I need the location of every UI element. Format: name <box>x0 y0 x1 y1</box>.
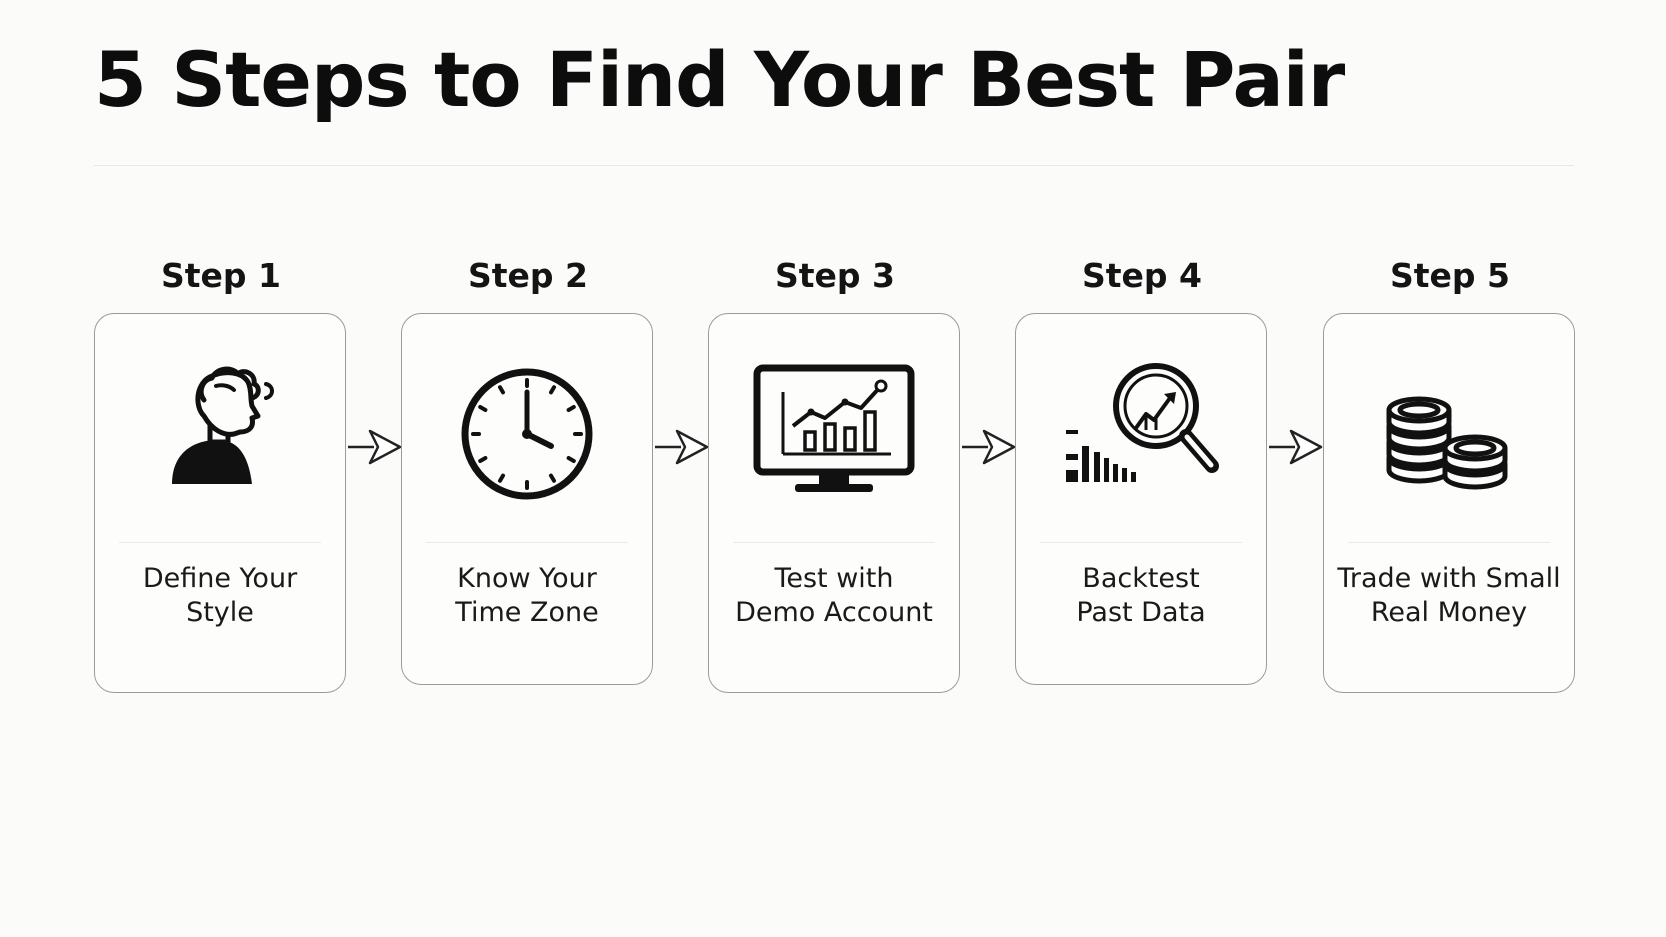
step-2-text: Know Your Time Zone <box>402 562 652 630</box>
step-4-card: Backtest Past Data <box>1015 313 1267 685</box>
arrow-right-icon <box>655 429 709 465</box>
step-3-text-line1: Test with <box>774 563 894 594</box>
clock-icon <box>402 354 652 514</box>
arrow-right-icon <box>962 429 1016 465</box>
step-5-label: Step 5 <box>1390 256 1510 295</box>
step-5-text-line1: Trade with Small <box>1337 563 1561 594</box>
step-4-label: Step 4 <box>1082 256 1202 295</box>
step-1-card: Define Your Style <box>94 313 346 693</box>
step-2-card: Know Your Time Zone <box>401 313 653 685</box>
step-1-text-line2: Style <box>186 597 254 628</box>
step-1-label: Step 1 <box>161 256 281 295</box>
step-5-card: Trade with Small Real Money <box>1323 313 1575 693</box>
card-divider <box>1040 542 1242 543</box>
coins-icon <box>1324 354 1574 514</box>
arrow-right-icon <box>348 429 402 465</box>
step-1-text: Define Your Style <box>95 562 345 630</box>
step-1-text-line1: Define Your <box>142 563 298 594</box>
magnifier-chart-icon <box>1016 354 1266 514</box>
monitor-chart-icon <box>709 354 959 514</box>
card-divider <box>1348 542 1550 543</box>
page-title: 5 Steps to Find Your Best Pair <box>94 35 1345 124</box>
step-4-text-line2: Past Data <box>1076 597 1206 628</box>
step-2-label: Step 2 <box>468 256 588 295</box>
step-4-text-line1: Backtest <box>1082 563 1200 594</box>
step-2-text-line2: Time Zone <box>455 597 599 628</box>
step-2-text-line1: Know Your <box>457 563 597 594</box>
step-5-text: Trade with Small Real Money <box>1324 562 1574 630</box>
step-3-card: Test with Demo Account <box>708 313 960 693</box>
card-divider <box>426 542 628 543</box>
step-3-text: Test with Demo Account <box>709 562 959 630</box>
step-4-text: Backtest Past Data <box>1016 562 1266 630</box>
step-5-text-line2: Real Money <box>1370 597 1528 628</box>
card-divider <box>733 542 935 543</box>
title-divider <box>94 165 1574 166</box>
card-divider <box>119 542 321 543</box>
arrow-right-icon <box>1269 429 1323 465</box>
person-thinking-icon <box>95 354 345 514</box>
step-3-label: Step 3 <box>775 256 895 295</box>
step-3-text-line2: Demo Account <box>735 597 933 628</box>
